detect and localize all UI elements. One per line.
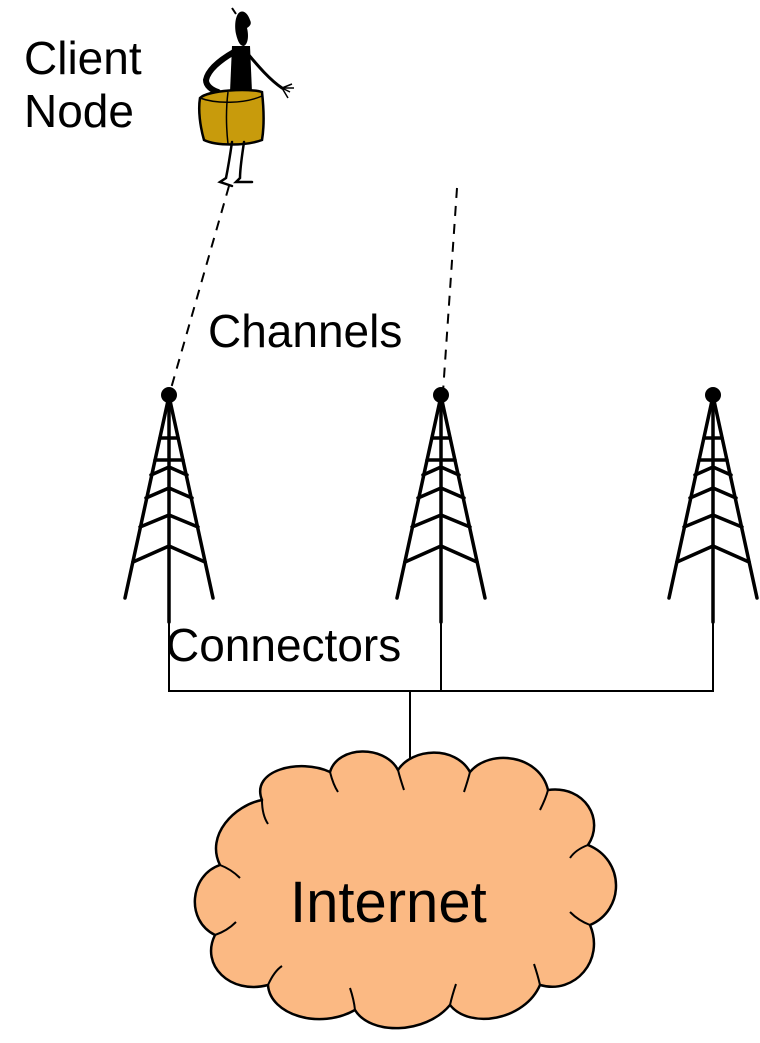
tower-3: [667, 387, 759, 624]
client-node-label-line1: Client: [24, 32, 142, 84]
client-node-label: Client Node: [24, 32, 142, 138]
connectors-label: Connectors: [166, 619, 402, 671]
client-node-figure: [197, 7, 294, 188]
channel-line-client: [169, 185, 230, 393]
internet-label: Internet: [290, 870, 487, 935]
client-node-label-line2: Node: [24, 85, 134, 137]
channel-lines: [169, 185, 458, 393]
internet-cloud: [193, 750, 618, 1030]
tower-2: [395, 387, 487, 624]
channels-label: Channels: [206, 305, 405, 357]
channel-line-open: [442, 187, 458, 393]
tower-1: [123, 387, 215, 624]
